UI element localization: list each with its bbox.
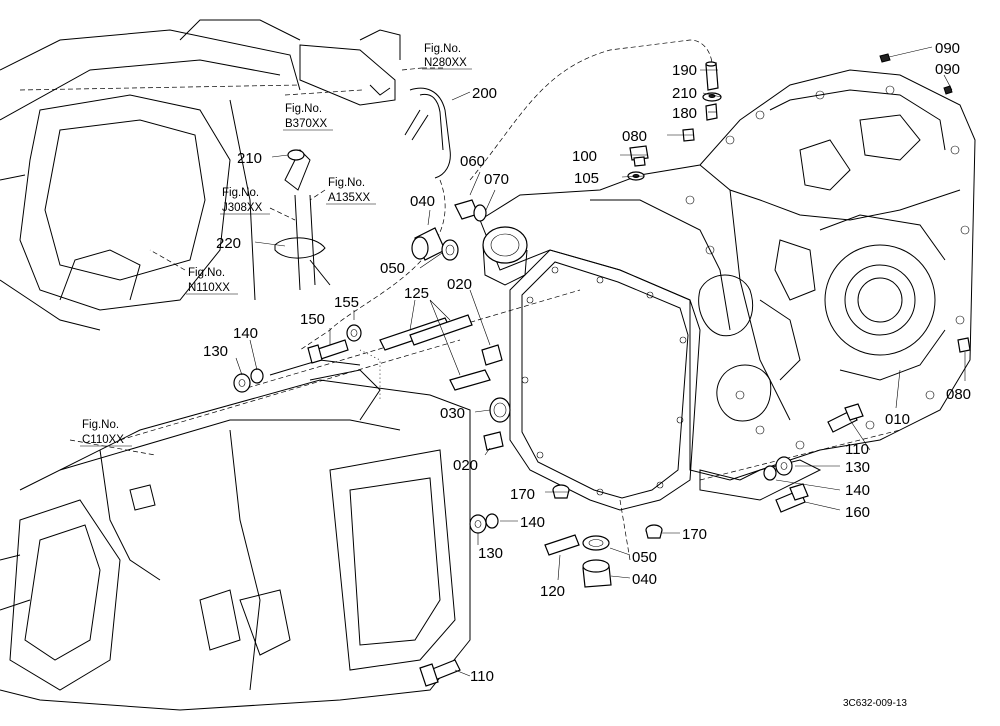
fig-ref-j308xx: Fig.No. J308XX (220, 187, 270, 215)
callout-label: 140 (233, 325, 258, 342)
callout-label: 110 (470, 668, 494, 685)
callout-label: 190 (672, 62, 697, 79)
callout-labels: 090 090 190 210 180 200 080 100 105 060 … (203, 40, 971, 685)
callout-label: 020 (453, 457, 478, 474)
fig-ref-b370xx: Fig.No. B370XX (283, 103, 333, 131)
svg-text:Fig.No.: Fig.No. (222, 187, 259, 199)
callout-label: 090 (935, 61, 960, 78)
callout-label: 200 (472, 85, 497, 102)
fig-ref-n110xx: Fig.No. N110XX (186, 267, 238, 295)
svg-text:C110XX: C110XX (82, 434, 124, 446)
callout-label: 060 (460, 153, 485, 170)
svg-text:Fig.No.: Fig.No. (285, 103, 322, 115)
svg-text:A135XX: A135XX (328, 192, 371, 204)
callout-label: 100 (572, 148, 597, 165)
callout-label: 155 (334, 294, 359, 311)
callout-label: 140 (520, 514, 545, 531)
callout-label: 150 (300, 311, 325, 328)
callout-label: 010 (885, 411, 910, 428)
svg-text:B370XX: B370XX (285, 118, 328, 130)
parts (233, 53, 971, 687)
callout-label: 125 (404, 285, 429, 302)
callout-label: 170 (682, 526, 707, 543)
callout-label: 180 (672, 105, 697, 122)
callout-label: 040 (632, 571, 657, 588)
svg-text:Fig.No.: Fig.No. (328, 177, 365, 189)
callout-label: 210 (237, 150, 262, 167)
svg-text:J308XX: J308XX (222, 202, 263, 214)
callout-label: 120 (540, 583, 565, 600)
svg-text:Fig.No.: Fig.No. (82, 419, 119, 431)
callout-label: 040 (410, 193, 435, 210)
callout-label: 220 (216, 235, 241, 252)
svg-text:Fig.No.: Fig.No. (424, 43, 461, 55)
callout-label: 110 (845, 441, 869, 458)
callout-label: 130 (845, 459, 870, 476)
figure-references: Fig.No. N280XX Fig.No. B370XX Fig.No. J3… (80, 43, 472, 447)
callout-label: 160 (845, 504, 870, 521)
background-frame-drawing (0, 19, 976, 711)
fig-ref-c110xx: Fig.No. C110XX (80, 419, 132, 447)
callout-label: 105 (574, 170, 599, 187)
callout-label: 140 (845, 482, 870, 499)
leader-lines (69, 46, 966, 677)
drawing-code: 3C632-009-13 (843, 698, 907, 709)
callout-label: 050 (380, 260, 405, 277)
svg-text:Fig.No.: Fig.No. (188, 267, 225, 279)
callout-label: 050 (632, 549, 657, 566)
callout-label: 170 (510, 486, 535, 503)
callout-label: 020 (447, 276, 472, 293)
callout-label: 070 (484, 171, 509, 188)
svg-text:N110XX: N110XX (188, 282, 230, 294)
fig-ref-n280xx: Fig.No. N280XX (422, 43, 472, 70)
callout-label: 130 (478, 545, 503, 562)
fig-ref-a135xx: Fig.No. A135XX (326, 177, 376, 205)
callout-label: 030 (440, 405, 465, 422)
callout-label: 080 (946, 386, 971, 403)
svg-text:N280XX: N280XX (424, 57, 467, 69)
callout-label: 210 (672, 85, 697, 102)
callout-label: 090 (935, 40, 960, 57)
callout-label: 130 (203, 343, 228, 360)
callout-label: 080 (622, 128, 647, 145)
